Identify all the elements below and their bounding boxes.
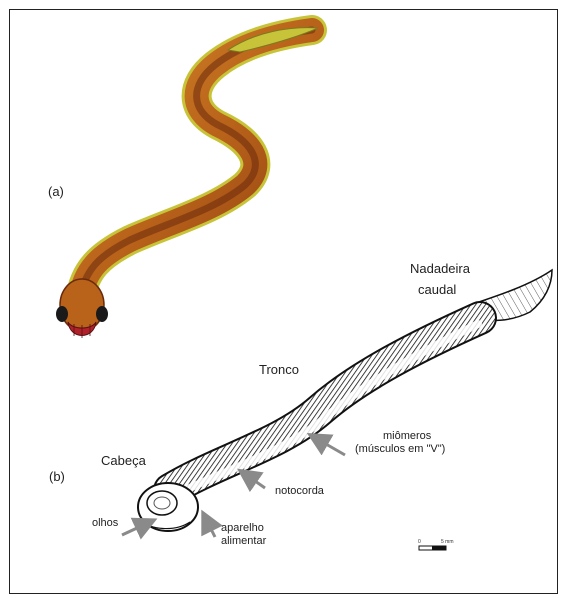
- animal-body: [80, 30, 312, 300]
- fossil-drawing: [138, 270, 552, 531]
- trunk-label: Tronco: [259, 363, 299, 377]
- scale-bar: [419, 546, 446, 550]
- notochord-label: notocorda: [275, 485, 324, 498]
- digestive-label-line1: aparelho: [221, 522, 264, 535]
- caudal-fin-label-line2: caudal: [418, 283, 456, 297]
- arrow-notochord: [242, 472, 265, 488]
- arrow-myomeres: [312, 436, 345, 455]
- eyes-label: olhos: [92, 517, 118, 530]
- animal-eye-left: [56, 306, 68, 322]
- digestive-label-line2: alimentar: [221, 535, 266, 548]
- reconstruction-animal: [56, 28, 318, 338]
- head-label: Cabeça: [101, 454, 146, 468]
- myomeres-label-line2: (músculos em "V"): [355, 443, 445, 456]
- scale-bar-zero: 0: [418, 539, 421, 545]
- caudal-fin-label-line1: Nadadeira: [410, 262, 470, 276]
- animal-head: [60, 279, 104, 331]
- animal-eye-right: [96, 306, 108, 322]
- panel-a-label: (a): [48, 185, 64, 199]
- arrow-eyes: [122, 521, 152, 535]
- scale-bar-value: 5 mm: [441, 539, 454, 545]
- fossil-eye: [147, 491, 177, 515]
- myomeres-label-line1: miômeros: [383, 430, 431, 443]
- panel-b-label: (b): [49, 470, 65, 484]
- arrow-digestive: [204, 515, 215, 537]
